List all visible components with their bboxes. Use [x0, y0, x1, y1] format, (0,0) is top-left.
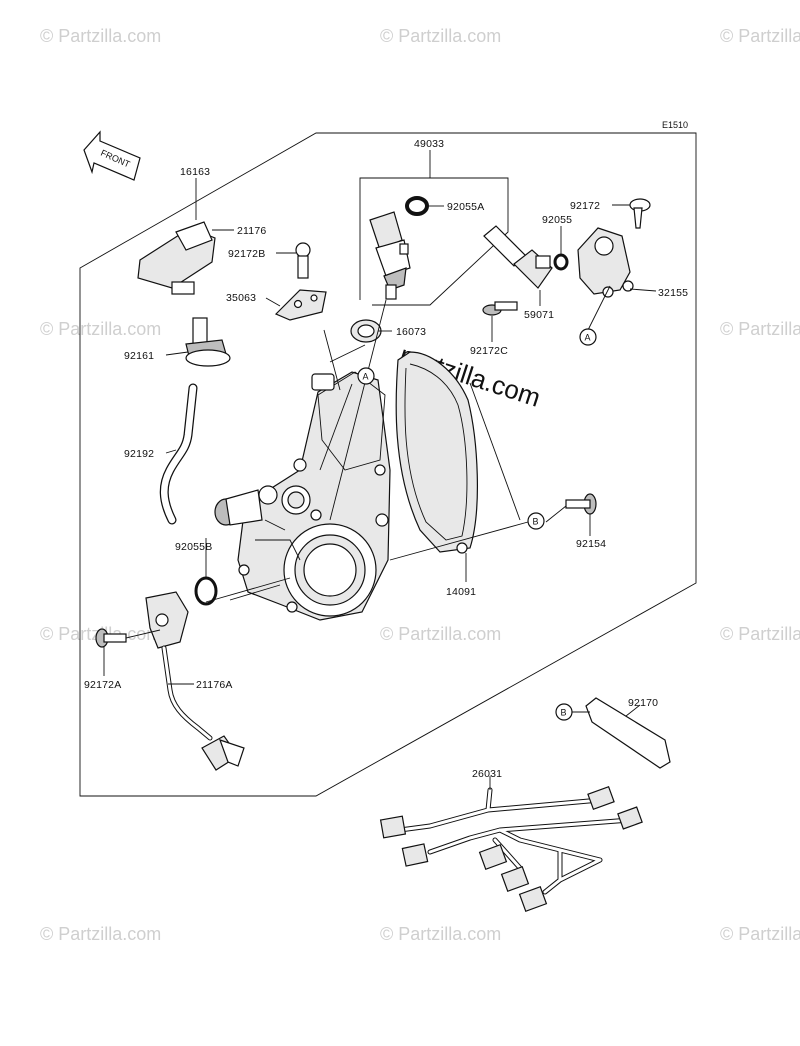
- watermark-text: © Partzilla.com: [380, 924, 501, 944]
- callout-16163: 16163: [180, 166, 210, 178]
- callout-92055: 92055: [542, 214, 572, 226]
- assembly-outline: [79, 132, 697, 797]
- bolt-92172C-icon: [482, 301, 518, 316]
- diagram-code: E1510: [662, 120, 688, 130]
- callout-32155: 32155: [658, 287, 688, 299]
- cover-14091-icon: [395, 351, 478, 554]
- ref-marker-b-label: B: [561, 708, 567, 718]
- holder-32155-icon: [577, 227, 634, 298]
- ref-marker-b-label: B: [533, 517, 539, 527]
- hose-92192-icon: [159, 383, 198, 525]
- callout-35063: 35063: [226, 292, 256, 304]
- leader-lines: [103, 150, 657, 790]
- callout-92055B: 92055B: [175, 541, 212, 553]
- callout-92172C: 92172C: [470, 345, 508, 357]
- callout-92161: 92161: [124, 350, 154, 362]
- callout-92192: 92192: [124, 448, 154, 460]
- callout-92170: 92170: [628, 697, 658, 709]
- callout-16073: 16073: [396, 326, 426, 338]
- callout-92172B: 92172B: [228, 248, 265, 260]
- watermark-text: © Partzilla.com: [720, 924, 800, 944]
- callout-26031: 26031: [472, 768, 502, 780]
- watermark-text: © Partzilla.com: [40, 26, 161, 46]
- sensor-21176A-icon: [145, 591, 245, 771]
- screw-92172B-icon: [295, 242, 311, 279]
- callout-92055A: 92055A: [447, 201, 484, 213]
- fitting-92161-icon: [185, 317, 231, 367]
- strap-92170-icon: [585, 697, 671, 769]
- ref-marker-a-label: A: [585, 333, 591, 343]
- watermark-text: © Partzilla.com: [720, 624, 800, 644]
- watermark-text: © Partzilla.com: [720, 319, 800, 339]
- throttle-body-icon: [237, 371, 391, 621]
- wire-harness-26031-icon: [379, 785, 643, 912]
- watermark-text: © Partzilla.com: [380, 26, 501, 46]
- front-direction-arrow: FRONT: [83, 130, 141, 181]
- sensor-59071-icon: [483, 225, 553, 289]
- plug-part-icon: [214, 489, 263, 526]
- ref-marker-b: B: [555, 703, 573, 721]
- ref-marker-a: A: [579, 328, 597, 346]
- ref-marker-a-label: A: [363, 372, 369, 382]
- bolt-92154-icon: [565, 493, 597, 515]
- injector-icon: [369, 211, 411, 300]
- injector-group-box: [359, 177, 509, 306]
- ref-marker-b: B: [527, 512, 545, 530]
- callout-21176: 21176: [237, 225, 266, 237]
- callout-92172A: 92172A: [84, 679, 121, 691]
- watermark-text: © Partzilla.com: [720, 26, 800, 46]
- screw-92172-icon: [629, 198, 651, 229]
- watermark-text: © Partzilla.com: [40, 924, 161, 944]
- sensor-21176-icon: [137, 221, 216, 295]
- watermark-text: © Partzilla.com: [40, 319, 161, 339]
- oring-92055A-icon: [405, 196, 429, 216]
- ref-marker-a: A: [357, 367, 375, 385]
- oring-92055-icon: [553, 253, 569, 271]
- callout-59071: 59071: [524, 309, 554, 321]
- callout-labels: 16163 49033 92055A 92172 92055 32155 590…: [84, 138, 688, 780]
- callout-49033: 49033: [414, 138, 444, 150]
- watermark-text: © Partzilla.com: [380, 624, 501, 644]
- callout-92154: 92154: [576, 538, 606, 550]
- callout-21176A: 21176A: [196, 679, 233, 691]
- bracket-35063-icon: [274, 289, 327, 321]
- callout-92172: 92172: [570, 200, 600, 212]
- callout-14091: 14091: [446, 586, 476, 598]
